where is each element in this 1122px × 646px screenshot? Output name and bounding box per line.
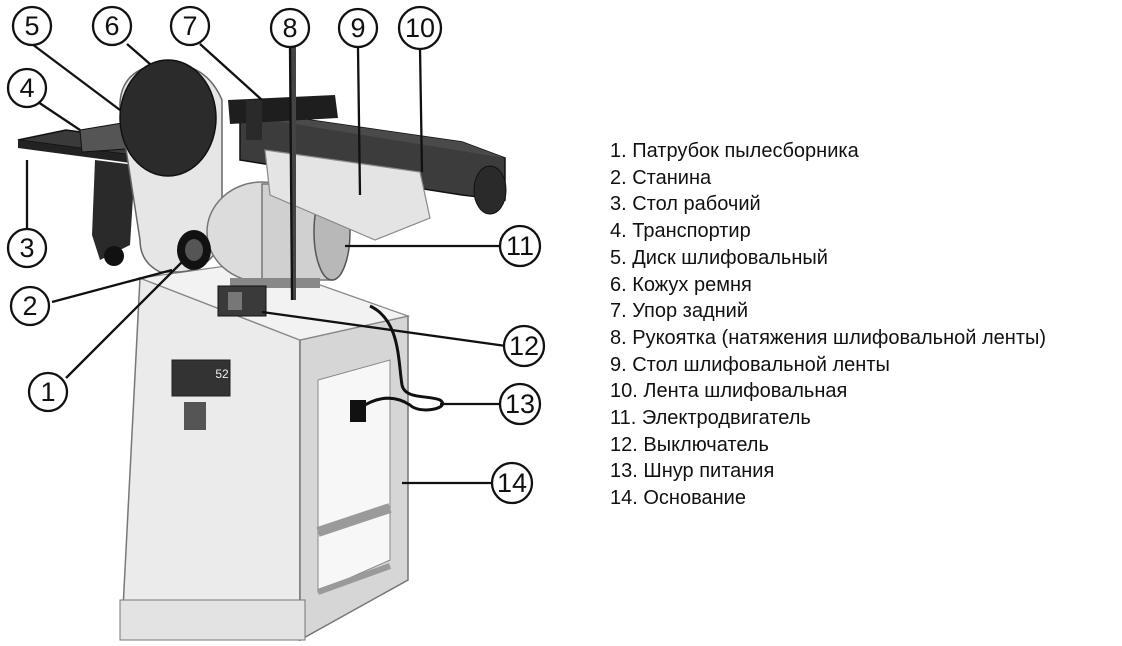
name-plate [171, 359, 231, 397]
callout-1-label: 1 [40, 377, 55, 407]
leader-line-4 [37, 101, 81, 131]
legend-item: 13. Шнур питания [610, 460, 775, 483]
callout-11: 11 [498, 224, 542, 268]
parts-legend: 1. Патрубок пылесборника 2. Станина 3. С… [610, 138, 1046, 512]
legend-item: 4. Транспортир [610, 220, 751, 243]
callout-11-label: 11 [506, 231, 534, 261]
callout-9: 9 [337, 7, 379, 49]
leader-line-2 [51, 268, 173, 304]
legend-item: 11. Электродвигатель [610, 407, 811, 430]
leader-lines [25, 43, 507, 485]
stand-base: 52 [119, 261, 411, 642]
callout-12: 12 [502, 324, 546, 368]
sanding-disc [119, 59, 217, 177]
callout-4-label: 4 [19, 73, 34, 103]
callout-10-label: 10 [405, 13, 435, 43]
legend-item: 12. Выключатель [610, 433, 769, 456]
legend-item: 10. Лента шлифовальная [610, 380, 848, 403]
belt-table [264, 149, 431, 241]
callout-8-label: 8 [282, 13, 297, 43]
leader-line-7 [199, 43, 263, 101]
callout-3: 3 [6, 227, 48, 269]
leader-line-6 [126, 43, 151, 65]
callout-5: 5 [11, 5, 53, 47]
tension-handle [291, 40, 296, 300]
legend-item: 1. Патрубок пылесборника [610, 140, 859, 162]
callout-14-label: 14 [497, 468, 527, 498]
callout-13: 13 [498, 382, 542, 426]
legend-item: 14. Основание [610, 487, 746, 510]
legend-item: 7. Упор задний [610, 300, 749, 323]
legend-item: 3. Стол рабочий [610, 193, 761, 216]
leader-line-8 [288, 47, 294, 301]
leader-line-1 [65, 257, 187, 379]
leader-line-10 [418, 47, 424, 173]
callout-4: 4 [6, 67, 48, 109]
name-plate-text: 52 [215, 367, 229, 381]
callout-9-label: 9 [350, 13, 365, 43]
legend-item: 8. Рукоятка (натяжения шлифовальной лент… [610, 326, 1047, 349]
callout-13-label: 13 [505, 389, 535, 419]
callout-5-label: 5 [24, 11, 39, 41]
callouts: 1 2 3 4 5 6 7 8 [6, 5, 546, 505]
callout-7: 7 [169, 5, 211, 47]
legend-item: 6. Кожух ремня [610, 273, 752, 296]
callout-14: 14 [490, 461, 534, 505]
callout-7-label: 7 [182, 11, 197, 41]
callout-8: 8 [269, 7, 311, 49]
leader-line-12 [261, 310, 507, 348]
callout-12-label: 12 [509, 331, 539, 361]
leader-line-9 [356, 47, 362, 196]
callout-6-label: 6 [104, 11, 119, 41]
legend-item: 5. Диск шлифовальный [610, 246, 828, 269]
callout-3-label: 3 [19, 233, 34, 263]
leader-line-5 [31, 43, 121, 111]
legend-item: 9. Стол шлифовальной ленты [610, 353, 890, 376]
callout-1: 1 [27, 371, 69, 413]
warning-label [184, 402, 206, 430]
back-stop [228, 95, 338, 124]
callout-10: 10 [397, 5, 443, 51]
callout-2: 2 [9, 285, 51, 327]
power-cord [359, 304, 445, 412]
legend-item: 2. Станина [610, 166, 712, 189]
callout-2-label: 2 [22, 291, 37, 321]
callout-6: 6 [91, 5, 133, 47]
machine-body [17, 40, 507, 422]
